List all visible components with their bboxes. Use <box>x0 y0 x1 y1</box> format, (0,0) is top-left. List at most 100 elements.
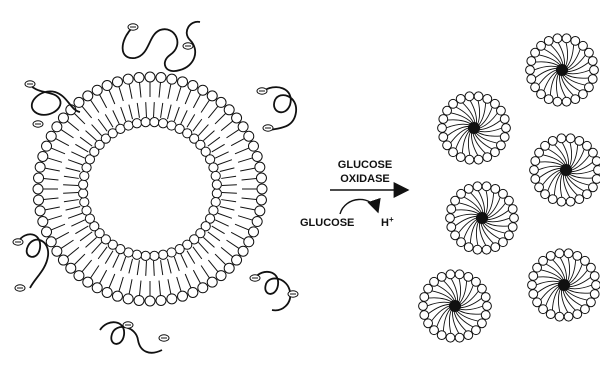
lipid-head <box>449 99 458 108</box>
lipid-head <box>575 195 584 204</box>
lipid-tail <box>140 83 141 98</box>
lipid-tail <box>98 247 107 259</box>
lipid-tail <box>74 254 85 265</box>
lipid-tail <box>181 254 187 268</box>
lipid-head <box>587 263 596 272</box>
lipid-tail <box>231 139 244 146</box>
lipid-head <box>544 36 553 45</box>
charge-icon <box>183 43 193 49</box>
lipid-head <box>256 173 266 183</box>
lipid-head <box>211 171 220 180</box>
lipid-head <box>510 214 519 223</box>
lipid-head <box>252 151 262 161</box>
lipid-tail <box>208 260 218 272</box>
lipid-head <box>79 189 88 198</box>
lipid-tail <box>113 110 119 124</box>
lipid-head <box>464 272 473 281</box>
lipid-head <box>92 85 102 95</box>
lipid-tail <box>82 260 92 272</box>
lipid-tail <box>56 232 69 239</box>
lipid-tail <box>222 193 237 194</box>
lipid-tail <box>91 100 99 112</box>
lipid-head <box>585 48 594 57</box>
lipid-head <box>497 106 506 115</box>
lipid-tail <box>226 130 238 138</box>
lipid-tail <box>56 139 69 146</box>
lipid-tail <box>220 168 235 172</box>
lipid-head <box>526 66 535 75</box>
micelle <box>530 134 600 206</box>
charge-marks <box>13 24 298 341</box>
lipid-head <box>508 205 517 214</box>
lipid-head <box>555 249 564 258</box>
lipid-tail <box>92 125 102 136</box>
lipid-tail <box>161 103 163 118</box>
lipid-head <box>209 163 218 172</box>
lipid-tail <box>45 168 60 171</box>
lipid-head <box>439 133 448 142</box>
lipid-tail <box>167 105 171 120</box>
lipid-tail <box>203 237 214 247</box>
lipid-tail <box>218 160 232 165</box>
lipid-tail <box>193 95 200 108</box>
reaction-scheme: GLUCOSE OXIDASE GLUCOSE H+ <box>300 159 408 229</box>
micelle <box>419 270 492 342</box>
lipid-head <box>451 231 460 240</box>
lipid-head <box>473 182 482 191</box>
lipid-tail <box>129 259 133 274</box>
lipid-head <box>132 119 141 128</box>
lipid-tail <box>168 84 171 99</box>
lipid-head <box>573 310 582 319</box>
lipid-head <box>158 250 167 259</box>
lipid-head <box>207 91 217 101</box>
lipid-tail <box>569 142 572 168</box>
lipid-head <box>508 223 517 232</box>
lipid-head <box>447 223 456 232</box>
lipid-head <box>592 157 600 166</box>
lipid-head <box>557 134 566 143</box>
lipid-tail <box>159 281 160 296</box>
lipid-tail <box>212 144 225 152</box>
lipid-tail <box>74 113 85 124</box>
lipid-head <box>34 173 44 183</box>
lipid-head <box>46 237 56 247</box>
lipid-head <box>446 333 455 342</box>
lipid-tail <box>185 274 191 288</box>
lipid-head <box>491 184 500 193</box>
lipid-head <box>544 95 553 104</box>
lipid-head <box>52 122 62 132</box>
lipid-head <box>74 271 84 281</box>
lipid-tail <box>140 281 141 296</box>
lipid-head <box>58 255 68 265</box>
lipid-tail <box>222 185 237 186</box>
curved-arrow <box>340 199 378 214</box>
lipid-head <box>419 302 428 311</box>
lipid-head <box>255 162 265 172</box>
lipid-tail <box>159 83 160 98</box>
lipid-head <box>446 270 455 279</box>
lipid-tail <box>193 247 202 259</box>
lipid-head <box>481 293 490 302</box>
enzyme-label-line2: OXIDASE <box>340 173 390 185</box>
lipid-bilayer-vesicle <box>33 72 267 306</box>
lipid-tail <box>48 158 62 162</box>
lipid-head <box>80 197 89 206</box>
micelle-core <box>558 279 570 291</box>
lipid-head <box>42 227 52 237</box>
lipid-head <box>35 162 45 172</box>
lipid-head <box>589 148 598 157</box>
lipid-head <box>102 81 112 91</box>
lipid-head <box>438 124 447 133</box>
lipid-head <box>437 331 446 340</box>
lipid-tail <box>66 206 81 210</box>
lipid-tail <box>119 87 123 101</box>
lipid-head <box>472 326 481 335</box>
lipid-tail <box>215 254 226 265</box>
lipid-tail <box>66 168 81 172</box>
lipid-head <box>483 153 492 162</box>
lipid-head <box>531 175 540 184</box>
lipid-head <box>541 141 550 150</box>
lipid-head <box>150 251 159 260</box>
lipid-tail <box>468 130 471 156</box>
lipid-head <box>481 311 490 320</box>
